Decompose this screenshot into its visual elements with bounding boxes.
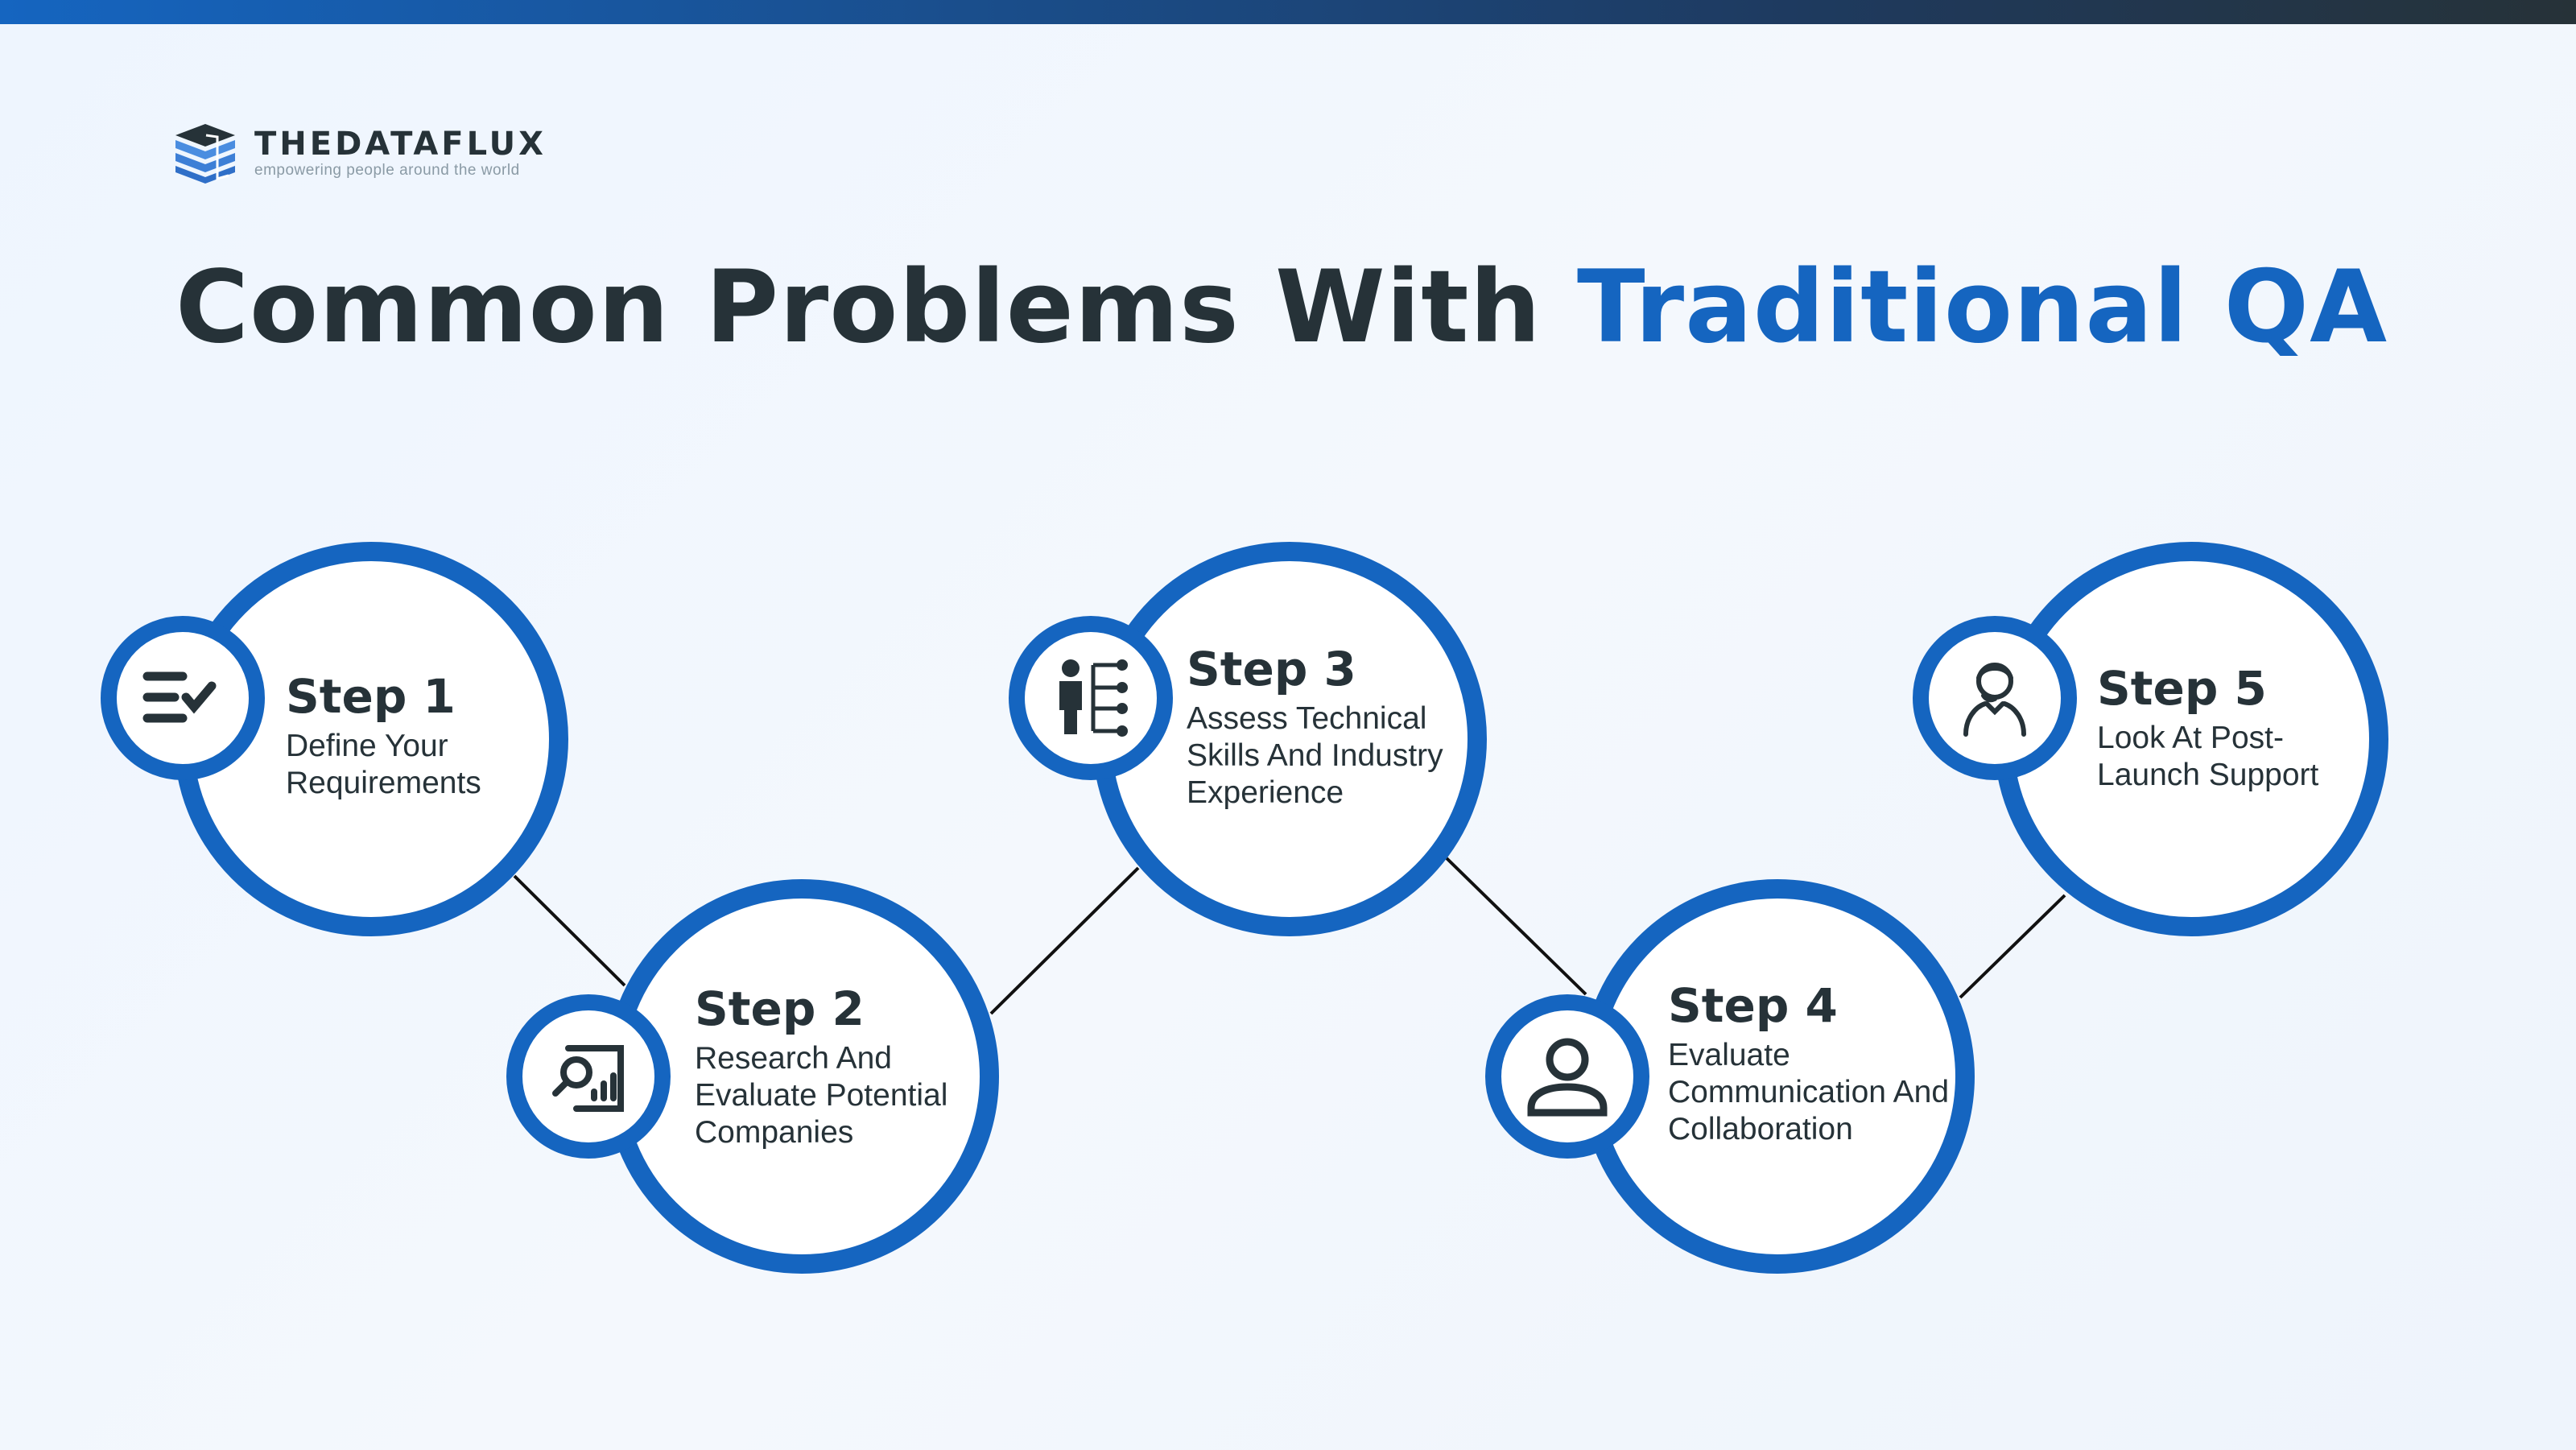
step-5-icon-badge xyxy=(1913,616,2077,780)
brand-name: THEDATAFLUX xyxy=(254,126,547,163)
connector-4-5 xyxy=(1959,894,2066,999)
step-2-desc: Research And Evaluate Potential Companie… xyxy=(695,1041,948,1150)
step-5-label: Step 5 xyxy=(2097,661,2267,716)
connector-3-4 xyxy=(1444,856,1587,996)
step-4-label: Step 4 xyxy=(1668,978,1838,1033)
title-main: Common Problems With xyxy=(175,250,1578,366)
step-3-text: Step 3 Assess Technical Skills And Indus… xyxy=(1187,641,1501,812)
step-1-icon-badge xyxy=(101,616,265,780)
search-report-icon xyxy=(552,1045,624,1112)
step-2-label: Step 2 xyxy=(695,981,865,1036)
stacked-layers-logo-icon xyxy=(175,124,235,184)
step-1-desc: Define Your Requirements xyxy=(286,729,481,800)
step-5-desc: Look At Post-Launch Support xyxy=(2097,721,2319,792)
brand-logo: THEDATAFLUX empowering people around the… xyxy=(172,121,547,185)
step-2-icon-badge xyxy=(506,994,671,1159)
person-skills-icon xyxy=(1059,659,1128,737)
step-4-desc: Evaluate Communication And Collaboration xyxy=(1668,1038,1950,1146)
page-title: Common Problems With Traditional QA xyxy=(175,250,2388,366)
title-accent: Traditional QA xyxy=(1577,250,2388,366)
support-agent-icon xyxy=(1963,663,2026,737)
top-accent-bar xyxy=(0,0,2576,24)
step-2-text: Step 2 Research And Evaluate Potential C… xyxy=(695,981,985,1151)
step-3-icon-badge xyxy=(1009,616,1173,780)
step-1-text: Step 1 Define Your Requirements xyxy=(286,668,576,802)
user-icon xyxy=(1527,1038,1608,1117)
connector-1-2 xyxy=(513,874,626,987)
connector-2-3 xyxy=(989,866,1140,1015)
step-4-text: Step 4 Evaluate Communication And Collab… xyxy=(1668,977,1974,1148)
step-1-label: Step 1 xyxy=(286,669,456,724)
step-3-label: Step 3 xyxy=(1187,642,1356,696)
step-5-text: Step 5 Look At Post-Launch Support xyxy=(2097,660,2355,794)
checklist-icon xyxy=(142,671,217,723)
step-4-icon-badge xyxy=(1485,994,1649,1159)
brand-tagline: empowering people around the world xyxy=(254,162,520,179)
step-3-desc: Assess Technical Skills And Industry Exp… xyxy=(1187,701,1443,810)
